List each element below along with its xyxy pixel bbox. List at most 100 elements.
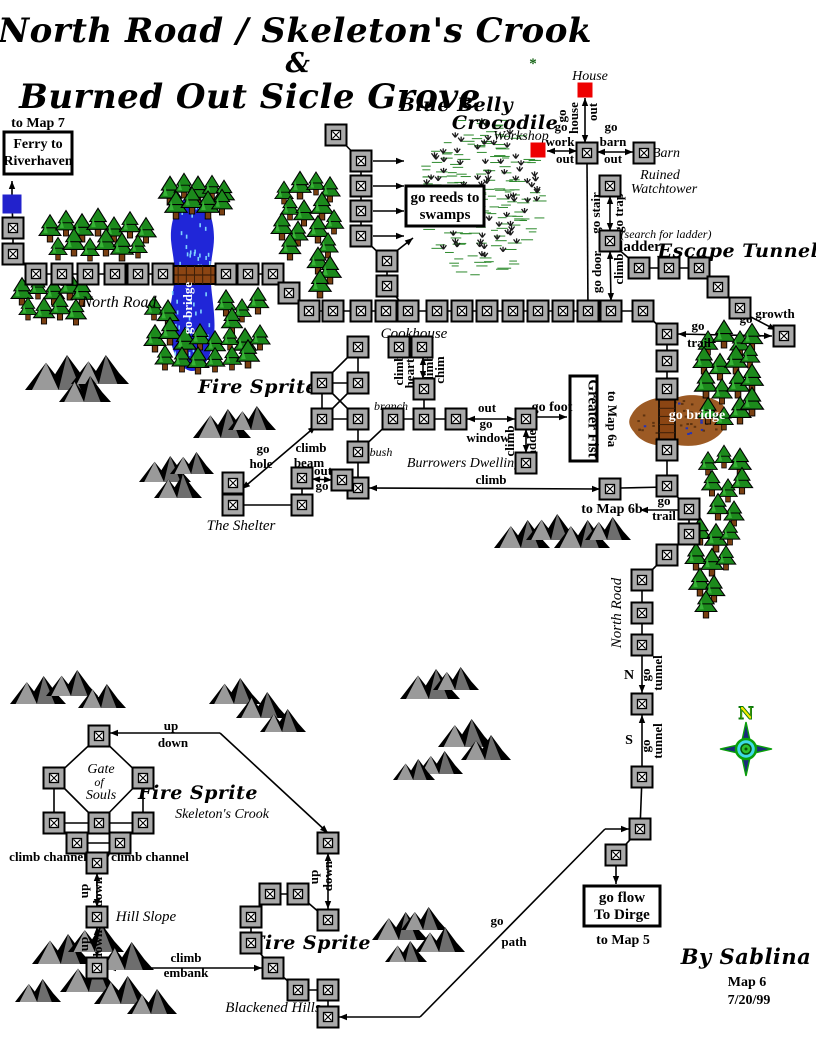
to-map-7-label: to Map 7 xyxy=(11,116,65,131)
pine-tree xyxy=(700,469,724,497)
room-node xyxy=(85,956,109,980)
map-edge xyxy=(586,162,589,312)
tunnel-label: tunnel xyxy=(650,723,665,759)
of-label: of xyxy=(94,775,105,789)
out-label: out xyxy=(585,102,600,121)
arrowhead xyxy=(419,357,427,365)
arrowhead xyxy=(404,238,413,246)
arrowhead xyxy=(591,485,600,493)
pine-tree xyxy=(79,237,101,262)
room-node xyxy=(87,724,111,748)
room-node xyxy=(412,377,436,401)
mountain xyxy=(78,684,126,708)
pine-tree xyxy=(48,292,72,321)
room-node xyxy=(297,299,321,323)
pine-tree xyxy=(292,199,316,227)
arrowhead xyxy=(559,413,567,421)
room-node xyxy=(346,440,370,464)
room-node xyxy=(630,601,654,625)
svg-text:go flow: go flow xyxy=(599,890,645,906)
pine-tree xyxy=(154,344,176,371)
arrowhead xyxy=(597,148,605,156)
go-door-label: go door xyxy=(589,251,604,293)
map-edge xyxy=(241,425,317,490)
river-bridge xyxy=(169,265,220,285)
out-label: out xyxy=(314,463,333,478)
arrowhead xyxy=(254,964,262,972)
room-node xyxy=(349,174,373,198)
room-node xyxy=(349,299,373,323)
room-node xyxy=(316,831,340,855)
barn-label: Barn xyxy=(652,146,680,161)
ferry-exit-square xyxy=(2,194,22,214)
arrowhead xyxy=(581,98,589,106)
pine-tree xyxy=(61,227,87,257)
room-node xyxy=(444,407,468,431)
label-label: * xyxy=(529,56,537,72)
to-map-5-label: to Map 5 xyxy=(596,933,650,948)
mud-speck xyxy=(652,424,655,427)
room-node xyxy=(501,299,525,323)
svg-text:Ferry to: Ferry to xyxy=(13,137,62,152)
mud-speck xyxy=(637,420,640,423)
go-label: go xyxy=(316,478,329,493)
room-node xyxy=(310,371,334,395)
mud-speck xyxy=(700,421,703,424)
room-node xyxy=(42,766,66,790)
pine-tree xyxy=(730,466,754,495)
pine-tree xyxy=(739,386,765,417)
mud-speck xyxy=(690,403,694,406)
layer-flora xyxy=(10,170,765,1014)
room-node xyxy=(475,299,499,323)
arrowhead xyxy=(396,207,404,215)
room-node xyxy=(728,296,752,320)
go-label: go xyxy=(491,913,504,928)
out-label: out xyxy=(478,400,497,415)
mountain xyxy=(127,989,177,1014)
pine-tree xyxy=(317,255,343,285)
fire-sprite-label: Fire Sprite xyxy=(137,782,258,804)
arrowhead xyxy=(522,445,530,453)
arrowhead xyxy=(339,1013,347,1021)
pine-tree xyxy=(694,589,718,619)
n-label: N xyxy=(624,668,634,683)
pine-tree xyxy=(287,220,309,247)
room-node xyxy=(1,216,25,240)
climb-label: climb xyxy=(391,354,406,385)
barn-label: barn xyxy=(600,134,628,149)
pine-tree xyxy=(219,326,241,351)
mountain xyxy=(98,942,154,970)
arrowhead xyxy=(467,415,475,423)
go-label: go xyxy=(480,416,493,431)
pine-tree xyxy=(693,368,719,399)
room-node xyxy=(655,377,679,401)
arrowhead xyxy=(638,685,646,693)
pine-tree xyxy=(739,342,761,369)
room-node xyxy=(286,882,310,906)
room-node xyxy=(677,497,701,521)
mud-speck xyxy=(683,409,686,412)
pine-tree xyxy=(279,195,301,221)
pine-tree xyxy=(38,213,62,243)
room-node xyxy=(598,477,622,501)
7-20-99-label: 7/20/99 xyxy=(728,993,771,1008)
mountain xyxy=(385,941,427,962)
map-edge xyxy=(609,250,612,302)
beam-label: beam xyxy=(294,455,325,470)
room-node xyxy=(514,451,538,475)
mountain xyxy=(59,376,111,402)
room-node xyxy=(310,407,334,431)
pine-tree xyxy=(94,227,118,257)
arrowhead xyxy=(8,181,16,189)
arrowhead xyxy=(324,901,332,909)
climb-label: climb xyxy=(475,472,506,487)
pine-tree xyxy=(109,231,135,262)
room-node xyxy=(87,811,111,835)
up-label: up xyxy=(164,718,178,733)
room-node xyxy=(657,256,681,280)
svg-text:swamps: swamps xyxy=(420,207,471,223)
room-node xyxy=(632,141,656,165)
mud-speck xyxy=(715,417,718,420)
